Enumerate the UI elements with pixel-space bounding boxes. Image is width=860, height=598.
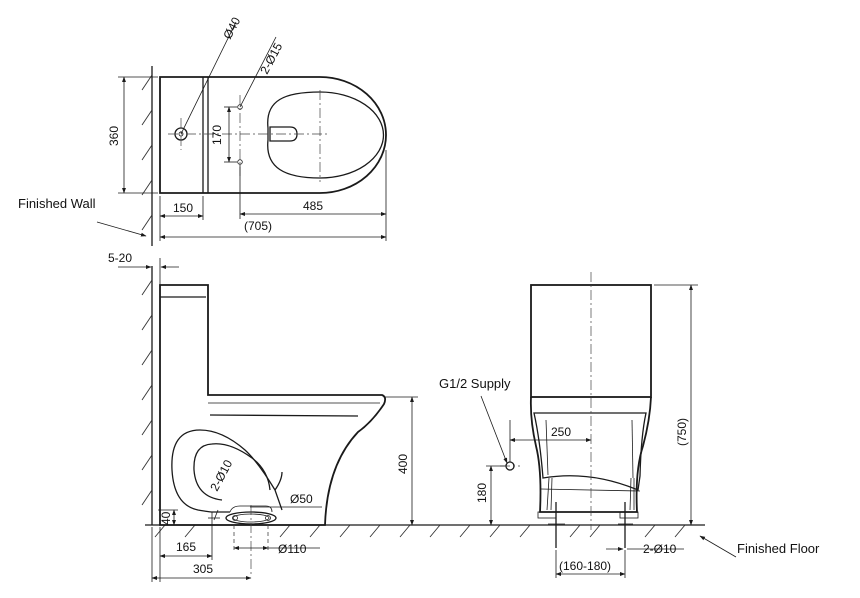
dimension-lines-side (151, 396, 418, 582)
seat-height-label: 400 (396, 454, 410, 474)
supply-label: G1/2 Supply (439, 376, 511, 391)
waste-diameter-label: Ø110 (278, 542, 307, 556)
side-view (159, 284, 387, 575)
bowl-length-label: 485 (303, 199, 323, 213)
finished-wall-top (141, 66, 153, 246)
tank-depth-label: 150 (173, 201, 193, 215)
fixing-holes-label: 2-Ø15 (257, 40, 285, 76)
finished-floor (145, 524, 705, 538)
dimension-lines-top (122, 76, 387, 239)
top-view (118, 21, 387, 241)
wall-gap-label: 5-20 (108, 251, 132, 265)
supply-height-label: 180 (475, 483, 489, 503)
overall-length-label: (705) (244, 219, 272, 233)
bolt-distance-label: 165 (176, 540, 196, 554)
depth-label: 360 (107, 126, 121, 146)
finished-wall-arrow (96, 221, 147, 237)
outlet-height-label: 40 (159, 511, 173, 525)
overall-height-label: (750) (675, 418, 689, 446)
inlet-diameter-label: Ø50 (290, 492, 313, 506)
floor-bolts-front-label: 2-Ø10 (643, 542, 677, 556)
floor-bolts-side-label: 2-Ø10 (207, 457, 235, 493)
supply-offset-label: 250 (551, 425, 571, 439)
bolt-spacing-label: (160-180) (559, 559, 611, 573)
finished-wall-side (141, 266, 153, 525)
hole-spacing-label: 170 (210, 125, 224, 145)
dimension-lines-front (480, 284, 737, 578)
finished-wall-label: Finished Wall (18, 196, 96, 211)
rough-in-label: 305 (193, 562, 213, 576)
front-view (500, 272, 652, 548)
wall-gap-dimension (118, 258, 179, 287)
outlet-diameter-label: Ø40 (220, 15, 243, 42)
finished-floor-label: Finished Floor (737, 541, 820, 556)
